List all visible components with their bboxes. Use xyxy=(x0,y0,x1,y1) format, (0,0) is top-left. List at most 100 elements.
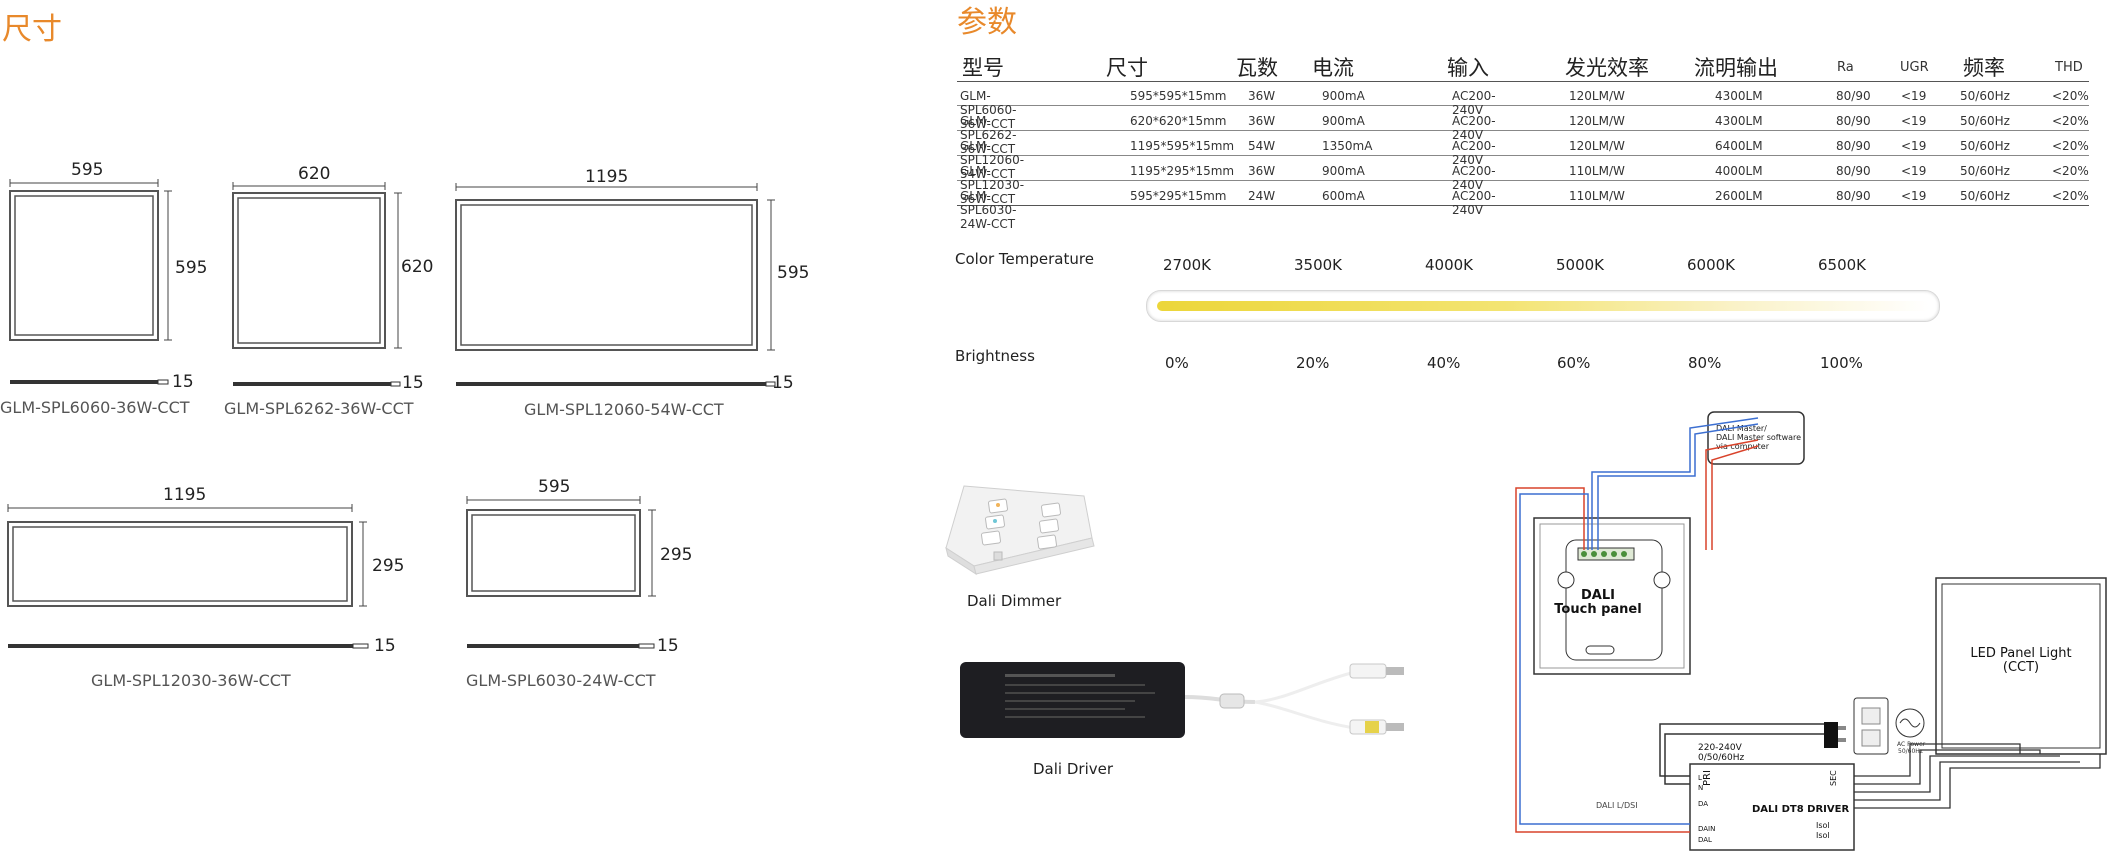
color-temperature-label: Color Temperature xyxy=(955,250,1094,268)
touch-panel-label-1: DALI xyxy=(1581,588,1615,603)
panel-1-thickness: 15 xyxy=(172,372,194,392)
color-temp-value: 2700K xyxy=(1163,256,1212,274)
led-panel-label-2: (CCT) xyxy=(2003,660,2039,675)
cell-efficacy: 120LM/W xyxy=(1569,89,1625,103)
col-header-frequency: 频率 xyxy=(1963,56,2005,80)
cell-frequency: 50/60Hz xyxy=(1960,189,2010,203)
col-header-efficacy: 发光效率 xyxy=(1565,56,1649,80)
panel-5-model: GLM-SPL6030-24W-CCT xyxy=(466,671,656,690)
panel-1-width: 595 xyxy=(71,160,104,180)
cell-efficacy: 110LM/W xyxy=(1569,189,1625,203)
voltage-label-2: 0/50/60Hz xyxy=(1698,753,1744,763)
cell-current: 900mA xyxy=(1322,89,1365,103)
panel-3-height: 595 xyxy=(777,263,810,283)
panel-3-model: GLM-SPL12060-54W-CCT xyxy=(524,400,724,419)
color-temp-value: 3500K xyxy=(1294,256,1343,274)
cell-thd: <20% xyxy=(2052,164,2089,178)
panel-drawing-4 xyxy=(7,504,369,649)
dimensions-title: 尺寸 xyxy=(2,12,62,47)
term-da: DA xyxy=(1698,800,1708,808)
panel-5-thickness: 15 xyxy=(657,636,679,656)
panel-2-height: 620 xyxy=(401,257,434,277)
cell-thd: <20% xyxy=(2052,139,2089,153)
cell-lumen: 6400LM xyxy=(1715,139,1763,153)
cell-wattage: 36W xyxy=(1248,89,1276,103)
cell-ra: 80/90 xyxy=(1836,189,1871,203)
panel-3-width: 1195 xyxy=(585,167,629,187)
led-panel-box xyxy=(1935,577,2107,755)
driver-sec: SEC xyxy=(1829,770,1838,786)
cell-thd: <20% xyxy=(2052,89,2089,103)
cell-current: 900mA xyxy=(1322,164,1365,178)
term-dain: DAIN xyxy=(1698,825,1715,833)
touch-panel-label-2: Touch panel xyxy=(1554,602,1641,617)
cell-size: 595*595*15mm xyxy=(1130,89,1227,103)
cell-input: AC200-240V xyxy=(1452,114,1496,142)
brightness-value: 20% xyxy=(1296,354,1330,372)
cell-ugr: <19 xyxy=(1901,114,1927,128)
cell-model: GLM-SPL6030-24W-CCT xyxy=(960,189,1017,231)
cell-frequency: 50/60Hz xyxy=(1960,114,2010,128)
panel-4-thickness: 15 xyxy=(374,636,396,656)
dali-master-label-3: via computer xyxy=(1716,442,1770,451)
panel-1-height: 595 xyxy=(175,258,208,278)
table-rule xyxy=(957,105,2089,106)
table-rule xyxy=(957,81,2089,82)
cell-ugr: <19 xyxy=(1901,164,1927,178)
panel-2-model: GLM-SPL6262-36W-CCT xyxy=(224,399,414,418)
dali-driver-image xyxy=(960,662,1404,738)
panel-5-height: 295 xyxy=(660,545,693,565)
cell-wattage: 54W xyxy=(1248,139,1276,153)
panel-drawing-1 xyxy=(9,179,172,385)
panel-5-width: 595 xyxy=(538,477,571,497)
cell-input: AC200-240V xyxy=(1452,89,1496,117)
cell-frequency: 50/60Hz xyxy=(1960,89,2010,103)
cell-ra: 80/90 xyxy=(1836,114,1871,128)
col-header-lumen: 流明输出 xyxy=(1694,56,1778,80)
cell-input: AC200-240V xyxy=(1452,189,1496,217)
cell-model: GLM-SPL12030-36W-CCT xyxy=(960,164,1025,206)
dali-dimmer-caption: Dali Dimmer xyxy=(967,592,1062,610)
cell-model: GLM-SPL6262-36W-CCT xyxy=(960,114,1017,156)
color-temp-value: 5000K xyxy=(1556,256,1605,274)
driver-pri: PRI xyxy=(1702,770,1713,786)
cell-efficacy: 120LM/W xyxy=(1569,114,1625,128)
cell-wattage: 36W xyxy=(1248,164,1276,178)
panel-drawing-2 xyxy=(232,182,402,387)
brightness-value: 40% xyxy=(1427,354,1461,372)
cell-lumen: 2600LM xyxy=(1715,189,1763,203)
color-temp-value: 6000K xyxy=(1687,256,1736,274)
brightness-value: 80% xyxy=(1688,354,1722,372)
cell-lumen: 4000LM xyxy=(1715,164,1763,178)
cell-model: GLM-SPL12060-54W-CCT xyxy=(960,139,1025,181)
color-temp-value: 6500K xyxy=(1818,256,1867,274)
cell-model: GLM-SPL6060-36W-CCT xyxy=(960,89,1017,131)
brightness-value: 0% xyxy=(1165,354,1189,372)
col-header-model: 型号 xyxy=(962,56,1004,80)
color-temperature-gradient-bar xyxy=(1146,290,1940,322)
cell-lumen: 4300LM xyxy=(1715,114,1763,128)
panel-1-model: GLM-SPL6060-36W-CCT xyxy=(0,398,190,417)
panel-2-width: 620 xyxy=(298,164,331,184)
table-rule xyxy=(957,180,2089,181)
dali-master-label-1: DALI Master/ xyxy=(1716,424,1767,433)
cell-thd: <20% xyxy=(2052,114,2089,128)
cell-frequency: 50/60Hz xyxy=(1960,164,2010,178)
table-rule xyxy=(957,155,2089,156)
params-title: 参数 xyxy=(957,5,1017,40)
cell-size: 595*295*15mm xyxy=(1130,189,1227,203)
cell-efficacy: 110LM/W xyxy=(1569,164,1625,178)
panel-2-thickness: 15 xyxy=(402,373,424,393)
dali-dimmer-image xyxy=(945,485,1095,576)
cell-ugr: <19 xyxy=(1901,139,1927,153)
col-header-size: 尺寸 xyxy=(1106,56,1148,80)
cell-ra: 80/90 xyxy=(1836,139,1871,153)
cell-frequency: 50/60Hz xyxy=(1960,139,2010,153)
term-l: L xyxy=(1698,774,1702,782)
cell-ra: 80/90 xyxy=(1836,164,1871,178)
cell-ugr: <19 xyxy=(1901,89,1927,103)
term-dal: DAL xyxy=(1698,836,1712,844)
cell-ugr: <19 xyxy=(1901,189,1927,203)
dali-master-box xyxy=(1707,411,1805,465)
brightness-label: Brightness xyxy=(955,347,1035,365)
